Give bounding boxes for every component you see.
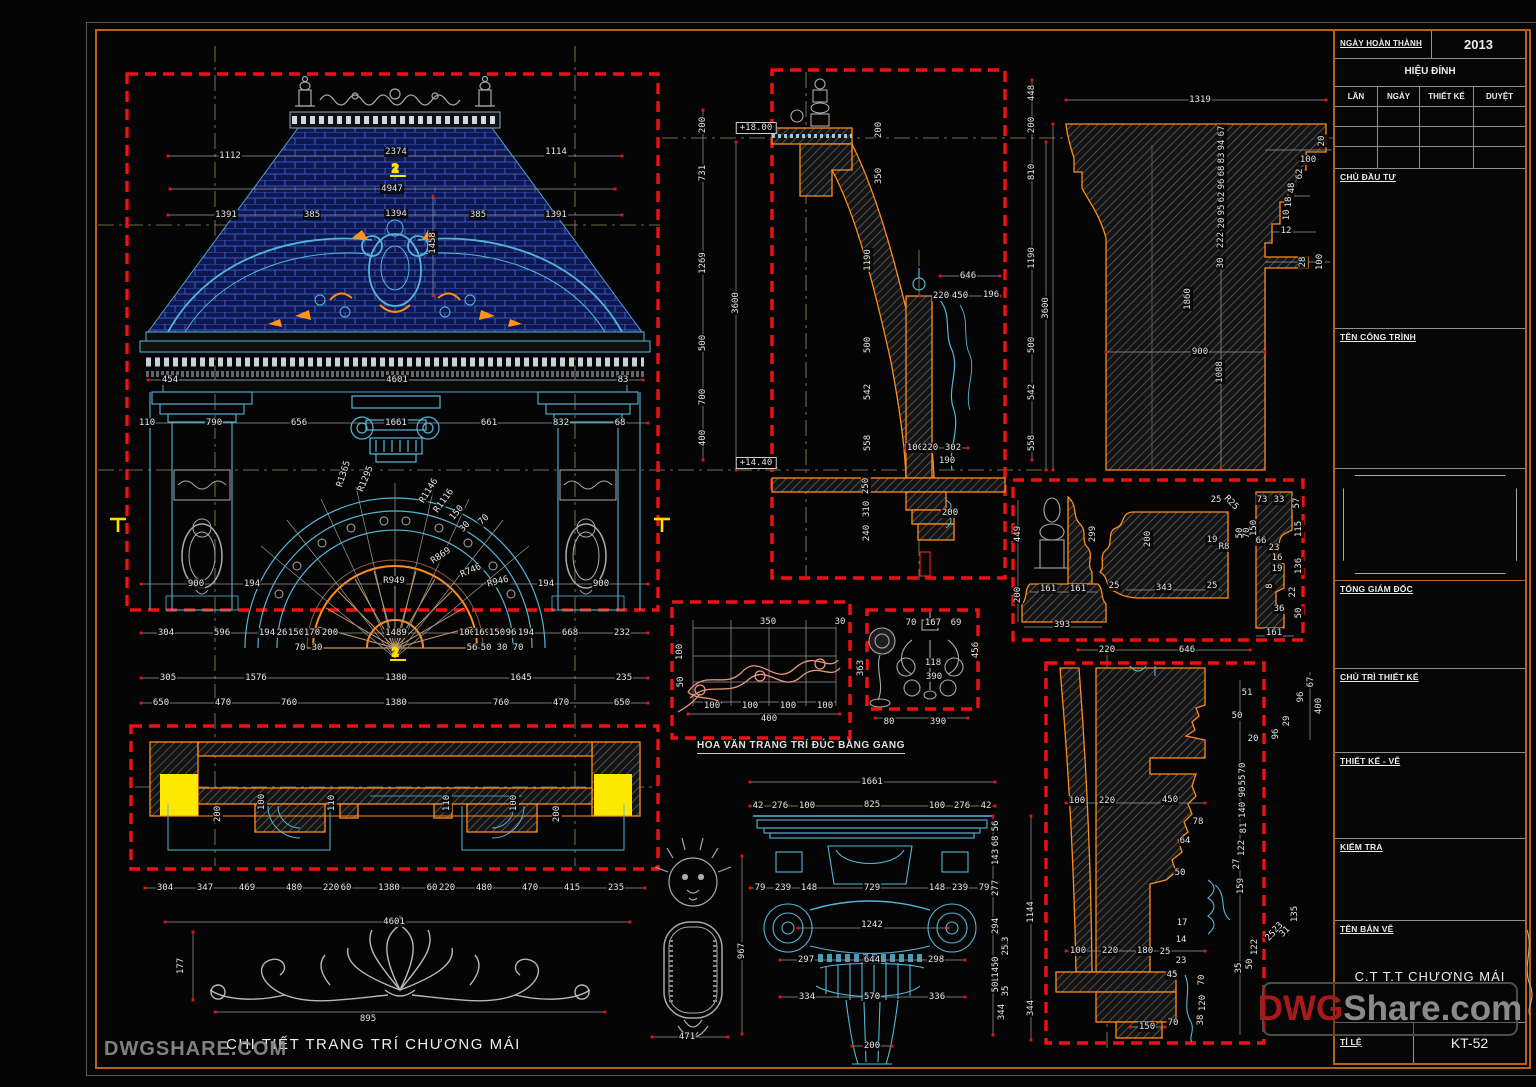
titleblock-scale-row: TỈ LỆ KT-52 <box>1335 1023 1525 1063</box>
revision-title: HIỆU ĐÍNH <box>1404 66 1456 77</box>
titleblock-director: TỔNG GIÁM ĐỐC <box>1335 581 1525 669</box>
lead-designer-label: CHỦ TRÌ THIẾT KẾ <box>1340 672 1419 682</box>
sheet-outer-border <box>86 22 1536 1076</box>
revision-col-thietke: THIẾT KẾ <box>1419 87 1473 106</box>
view-capital-console <box>748 780 1033 1065</box>
svg-text:2: 2 <box>392 646 399 659</box>
watermark-corner: DWGSHARE.COM <box>104 1038 288 1060</box>
drawing-name: C.T T.T CHƯƠNG MÁI <box>1354 969 1506 984</box>
sheet-number: KT-52 <box>1413 1023 1525 1063</box>
scale-label: TỈ LỆ <box>1340 1037 1362 1047</box>
watermark-brand-share: Share.com <box>1343 989 1523 1028</box>
owner-label: CHỦ ĐẦU TƯ <box>1340 172 1396 182</box>
titleblock-lead: CHỦ TRÌ THIẾT KẾ <box>1335 669 1525 753</box>
empty-cell <box>1419 107 1473 126</box>
date-label: NGÀY HOÀN THÀNH <box>1340 39 1422 48</box>
view-pier-profile <box>1051 98 1332 472</box>
logo-box <box>1343 475 1517 574</box>
titleblock-owner: CHỦ ĐẦU TƯ <box>1335 169 1525 329</box>
revision-col-lan: LẦN <box>1347 92 1365 101</box>
empty-cell <box>1377 107 1419 126</box>
ornament-panel-caption: HOA VĂN TRANG TRÍ ĐÚC BẰNG GANG <box>697 740 905 754</box>
designer-label: THIẾT KẾ - VẼ <box>1340 756 1401 766</box>
titleblock-revision-header: LẦN NGÀY THIẾT KẾ DUYỆT <box>1335 87 1525 107</box>
sheet-caption: CHI TIẾT TRANG TRÍ CHƯƠNG MÁI <box>226 1036 521 1053</box>
revision-col-duyet: DUYỆT <box>1473 87 1525 106</box>
date-value: 2013 <box>1431 31 1525 58</box>
titleblock-checker: KIỂM TRA <box>1335 839 1525 921</box>
view-plan-section <box>129 724 660 924</box>
view-cornice-section-detail <box>1044 648 1311 1045</box>
view-lion-cartouche <box>650 837 744 1039</box>
title-block: NGÀY HOÀN THÀNH 2013 HIỆU ĐÍNH LẦN NGÀY … <box>1333 29 1527 1065</box>
titleblock-project: TÊN CÔNG TRÌNH <box>1335 329 1525 469</box>
project-label: TÊN CÔNG TRÌNH <box>1340 332 1416 342</box>
empty-cell <box>1377 127 1419 146</box>
section-cut-marks: 2 2 <box>110 161 670 661</box>
empty-cell <box>1377 147 1419 168</box>
revision-col-ngay: NGÀY <box>1377 87 1419 106</box>
revision-empty-row <box>1335 127 1525 147</box>
revision-empty-row <box>1335 107 1525 127</box>
revision-empty-row <box>1335 147 1525 169</box>
empty-cell <box>1419 147 1473 168</box>
titleblock-date-row: NGÀY HOÀN THÀNH 2013 <box>1335 31 1525 59</box>
view-front-elevation: 2 2 <box>110 72 670 705</box>
titleblock-drawing-name: TÊN BẢN VẼ C.T T.T CHƯƠNG MÁI <box>1335 921 1525 1023</box>
director-label: TỔNG GIÁM ĐỐC <box>1340 584 1413 594</box>
empty-cell <box>1419 127 1473 146</box>
empty-cell <box>1473 107 1525 126</box>
view-cast-iron-ornaments <box>670 600 980 740</box>
view-moulding-details <box>1011 478 1305 642</box>
view-roof-section <box>701 68 1048 580</box>
watermark-brand-dwg: DWG <box>1257 989 1344 1028</box>
titleblock-designer: THIẾT KẾ - VẼ <box>1335 753 1525 839</box>
empty-cell <box>1473 127 1525 146</box>
drawing-name-label: TÊN BẢN VẼ <box>1340 924 1394 934</box>
titleblock-logo <box>1335 469 1525 581</box>
checker-label: KIỂM TRA <box>1340 842 1383 852</box>
empty-cell <box>1473 147 1525 168</box>
sheet-frame <box>95 29 1531 1069</box>
titleblock-revision-title: HIỆU ĐÍNH <box>1335 59 1525 87</box>
svg-text:2: 2 <box>392 162 399 175</box>
